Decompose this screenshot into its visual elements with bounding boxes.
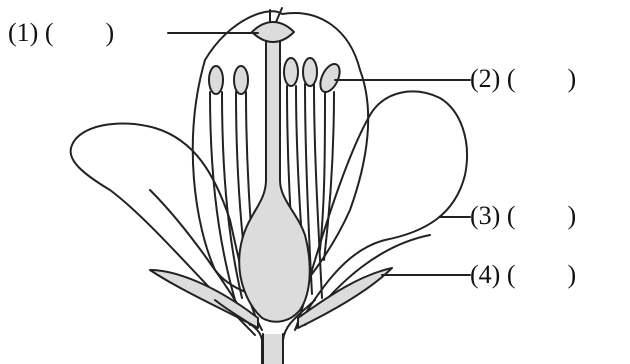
- anther-1: [209, 66, 223, 94]
- filament-5: [320, 90, 325, 250]
- anther-2: [234, 66, 248, 94]
- anther-4: [303, 58, 317, 86]
- label-part-2: (2) ( ): [470, 66, 576, 92]
- right-petal: [295, 91, 467, 330]
- anther-5: [316, 61, 343, 95]
- stigma: [252, 22, 294, 42]
- anther-3: [284, 58, 298, 86]
- label-part-3: (3) ( ): [470, 203, 576, 229]
- stem: [263, 334, 283, 364]
- label-part-4: (4) ( ): [470, 262, 576, 288]
- stigma-top: [270, 8, 282, 22]
- label-part-1: (1) ( ): [8, 20, 114, 46]
